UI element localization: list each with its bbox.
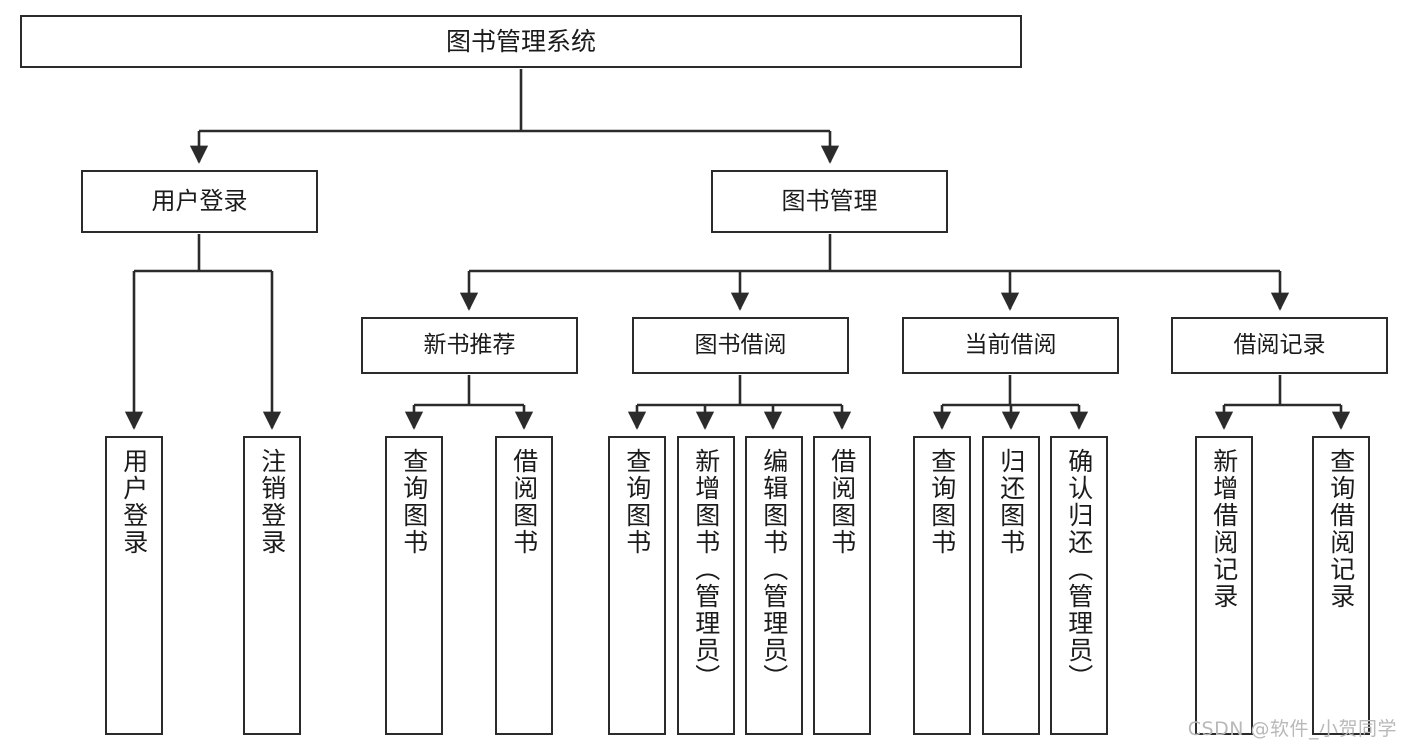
- node-user-login[interactable]: 用户登录: [81, 170, 318, 233]
- node-new-book-recommend-label: 新书推荐: [423, 331, 516, 358]
- node-current-borrow-label: 当前借阅: [964, 331, 1057, 358]
- leaf-book-borrow-edit[interactable]: 编辑图书（管理员）: [745, 436, 803, 735]
- leaf-user-login-logout[interactable]: 注销登录: [243, 436, 301, 735]
- leaf-label: 编辑图书（管理员）: [759, 448, 789, 691]
- node-new-book-recommend[interactable]: 新书推荐: [361, 317, 578, 374]
- leaf-borrow-record-add[interactable]: 新增借阅记录: [1195, 436, 1253, 735]
- leaf-label: 借阅图书: [509, 448, 539, 556]
- leaf-new-book-borrow[interactable]: 借阅图书: [495, 436, 553, 735]
- node-root-system[interactable]: 图书管理系统: [20, 15, 1022, 68]
- leaf-book-borrow-query[interactable]: 查询图书: [608, 436, 666, 735]
- leaf-label: 确认归还（管理员）: [1064, 448, 1094, 691]
- node-borrow-record[interactable]: 借阅记录: [1171, 317, 1388, 374]
- leaf-label: 查询图书: [927, 448, 957, 556]
- node-book-management[interactable]: 图书管理: [711, 170, 948, 233]
- leaf-label: 新增借阅记录: [1209, 448, 1239, 610]
- leaf-current-borrow-confirm[interactable]: 确认归还（管理员）: [1050, 436, 1108, 735]
- node-book-borrow-label: 图书借阅: [694, 331, 787, 358]
- leaf-new-book-query[interactable]: 查询图书: [385, 436, 443, 735]
- leaf-label: 查询借阅记录: [1326, 448, 1356, 610]
- leaf-label: 注销登录: [257, 448, 287, 556]
- leaf-label: 用户登录: [119, 448, 149, 556]
- leaf-book-borrow-add[interactable]: 新增图书（管理员）: [677, 436, 735, 735]
- csdn-watermark: CSDN @软件_小贺同学: [1187, 718, 1397, 740]
- leaf-label: 查询图书: [622, 448, 652, 556]
- node-borrow-record-label: 借阅记录: [1233, 331, 1326, 358]
- node-book-borrow[interactable]: 图书借阅: [632, 317, 849, 374]
- leaf-book-borrow-borrow[interactable]: 借阅图书: [813, 436, 871, 735]
- node-book-management-label: 图书管理: [781, 187, 878, 216]
- leaf-label: 新增图书（管理员）: [691, 448, 721, 691]
- leaf-current-borrow-query[interactable]: 查询图书: [913, 436, 971, 735]
- node-user-login-label: 用户登录: [151, 187, 248, 216]
- leaf-borrow-record-query[interactable]: 查询借阅记录: [1312, 436, 1370, 735]
- leaf-label: 借阅图书: [827, 448, 857, 556]
- leaf-current-borrow-return[interactable]: 归还图书: [982, 436, 1040, 735]
- leaf-label: 归还图书: [996, 448, 1026, 556]
- node-root-label: 图书管理系统: [445, 26, 596, 56]
- leaf-user-login-login[interactable]: 用户登录: [105, 436, 163, 735]
- leaf-label: 查询图书: [399, 448, 429, 556]
- node-current-borrow[interactable]: 当前借阅: [902, 317, 1119, 374]
